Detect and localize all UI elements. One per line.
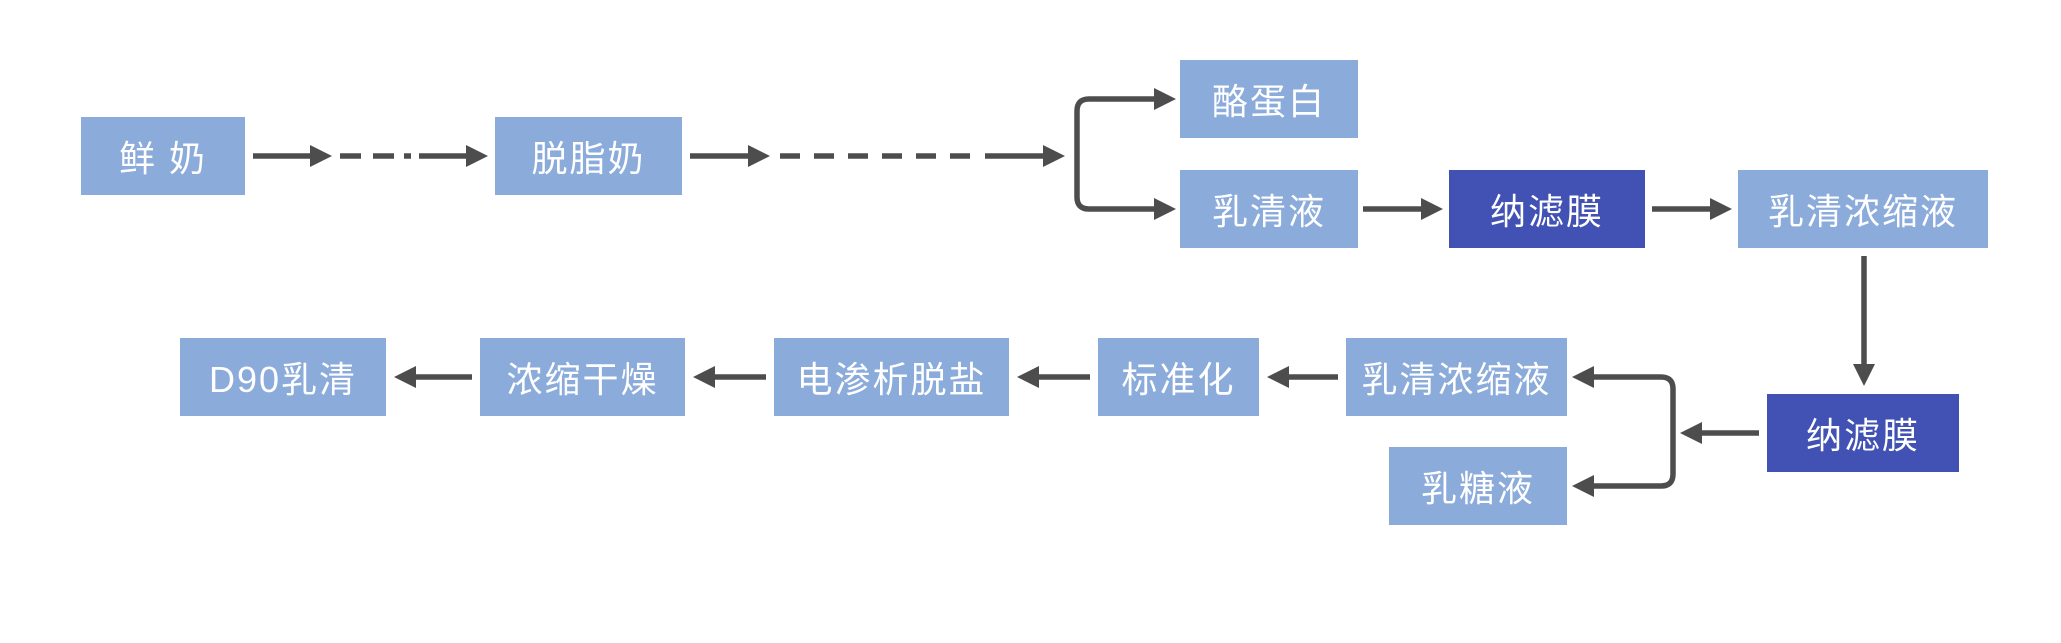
node-nf-membrane-2: 纳滤膜 [1767, 394, 1959, 472]
node-concentrate-drying: 浓缩干燥 [480, 338, 685, 416]
node-casein: 酪蛋白 [1180, 60, 1358, 138]
edge-concentrate-drying-to-d90 [394, 366, 472, 388]
node-lactose-liquid: 乳糖液 [1389, 447, 1567, 525]
node-whey-liquid: 乳清液 [1180, 170, 1358, 248]
edge-whey-liquid-to-nf1 [1363, 198, 1443, 220]
edge-branch-to-whey-concentrate2-and-lactose [1572, 366, 1676, 497]
edge-skim-milk-to-branch [690, 145, 1065, 167]
edge-branch-to-casein-and-whey-liquid [1074, 88, 1176, 220]
node-nf-membrane-1: 纳滤膜 [1449, 170, 1645, 248]
edge-electrodialysis-to-concentrate-drying [693, 366, 766, 388]
node-whey-concentrate-2: 乳清浓缩液 [1346, 338, 1567, 416]
edge-fresh-milk-to-skim-milk [253, 145, 488, 167]
edge-nf2-to-branch [1680, 422, 1759, 444]
edge-standardization-to-electrodialysis [1017, 366, 1090, 388]
edge-whey-concentrate1-to-nf2 [1853, 256, 1875, 386]
node-whey-concentrate-1: 乳清浓缩液 [1738, 170, 1988, 248]
edge-whey-concentrate2-to-standardization [1267, 366, 1338, 388]
node-d90-whey: D90乳清 [180, 338, 386, 416]
node-skim-milk: 脱脂奶 [495, 117, 682, 195]
node-electrodialysis-desalting: 电渗析脱盐 [774, 338, 1009, 416]
node-standardization: 标准化 [1098, 338, 1259, 416]
node-fresh-milk: 鲜 奶 [81, 117, 245, 195]
edge-nf1-to-whey-concentrate1 [1652, 198, 1732, 220]
